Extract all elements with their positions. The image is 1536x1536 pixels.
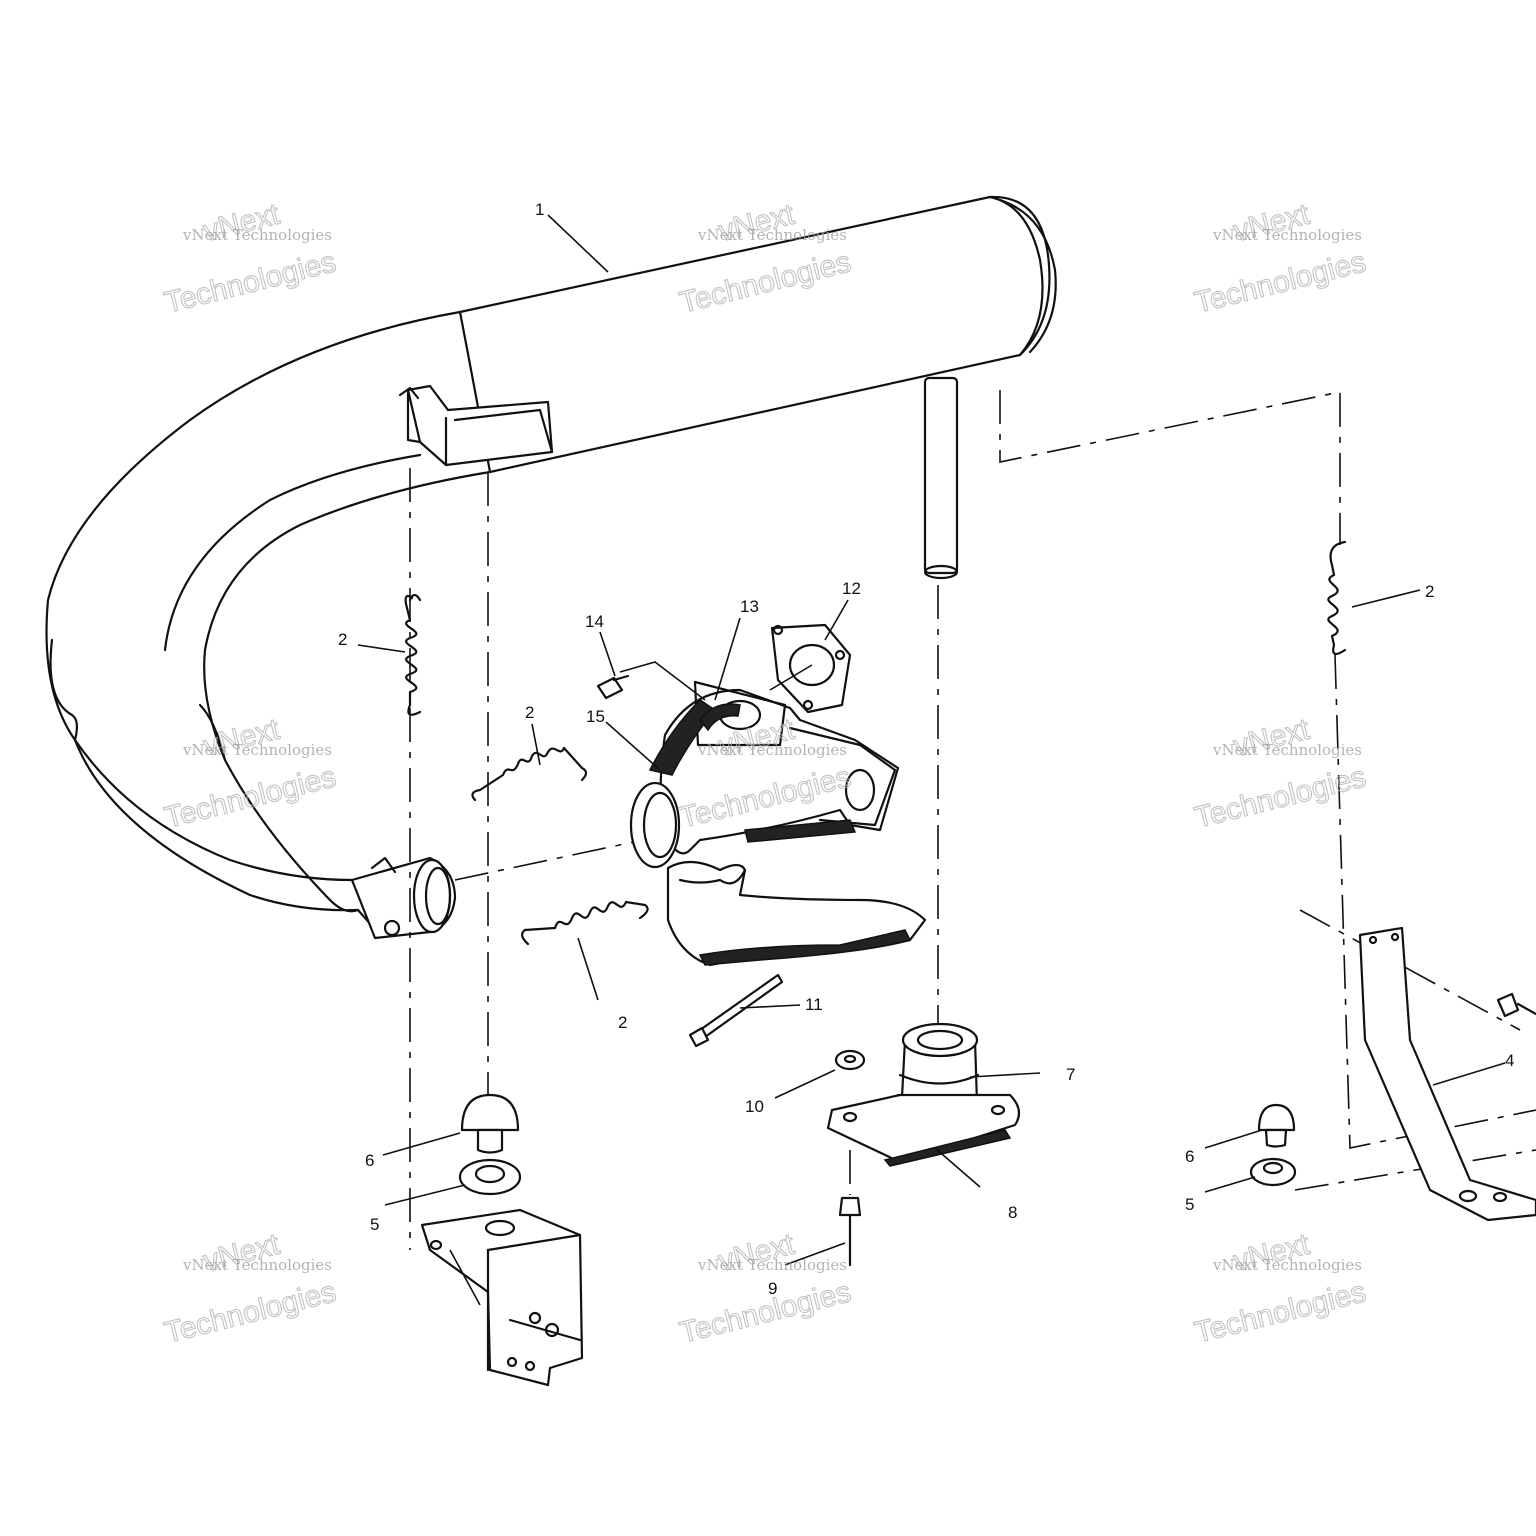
- watermark: vNext vNext Technologies Technologies: [161, 1227, 340, 1350]
- svg-text:vNext Technologies: vNext Technologies: [182, 226, 332, 244]
- muffler-mount-post: [923, 376, 959, 580]
- washer-right: [1249, 1157, 1297, 1187]
- spring-right-vertical: [1327, 540, 1347, 656]
- cable-tie: [688, 973, 784, 1048]
- callout-4: 4: [1505, 1051, 1514, 1070]
- watermark: vNext vNext Technologies Technologies: [1191, 197, 1370, 320]
- svg-text:vNext Technologies: vNext Technologies: [697, 1256, 847, 1274]
- svg-text:vNext Technologies: vNext Technologies: [1212, 741, 1362, 759]
- callout-9: 9: [768, 1279, 777, 1298]
- watermark: vNext vNext Technologies Technologies: [161, 712, 340, 835]
- left-mount-bracket: [420, 1208, 584, 1387]
- callout-labels: 1 2 2 2 2 4 5 5 6 6 7 8 9 10 11 12 13 14…: [338, 200, 1514, 1298]
- mount-base-plate: [826, 1093, 1021, 1167]
- manifold-lower-section: [666, 860, 927, 967]
- bolt-9: [838, 1196, 862, 1267]
- callout-6-right: 6: [1185, 1147, 1194, 1166]
- callout-10: 10: [745, 1097, 764, 1116]
- callout-11: 11: [805, 995, 823, 1014]
- grommet-right: [1257, 1103, 1296, 1148]
- watermark: vNext vNext Technologies Technologies: [161, 197, 340, 320]
- svg-text:vNext Technologies: vNext Technologies: [697, 226, 847, 244]
- exhaust-manifold: [629, 680, 900, 869]
- screw-14: [596, 674, 630, 700]
- svg-text:Technologies: Technologies: [161, 245, 339, 319]
- callout-8: 8: [1008, 1203, 1017, 1222]
- watermark: vNext vNext Technologies Technologies: [1191, 712, 1370, 835]
- svg-text:vNext Technologies: vNext Technologies: [697, 741, 847, 759]
- washer-left: [458, 1158, 522, 1196]
- svg-text:vNext Technologies: vNext Technologies: [182, 741, 332, 759]
- right-hanger-bracket: [1358, 926, 1536, 1222]
- manifold-gasket: [770, 623, 852, 714]
- callout-6-left: 6: [365, 1151, 374, 1170]
- svg-text:Technologies: Technologies: [161, 1275, 339, 1349]
- svg-text:vNext Technologies: vNext Technologies: [1212, 1256, 1362, 1274]
- watermark: vNext vNext Technologies Technologies: [1191, 1227, 1370, 1350]
- svg-text:Technologies: Technologies: [1191, 245, 1369, 319]
- svg-text:vNext Technologies: vNext Technologies: [1212, 226, 1362, 244]
- svg-text:Technologies: Technologies: [676, 1275, 854, 1349]
- callout-7: 7: [1066, 1065, 1075, 1084]
- leader-lines: [357, 214, 1506, 1306]
- callout-15: 15: [586, 707, 605, 726]
- muffler-pipe: [45, 195, 1057, 940]
- callout-2-right: 2: [1425, 582, 1434, 601]
- callout-2-center-upper: 2: [525, 703, 534, 722]
- callout-13: 13: [740, 597, 759, 616]
- spring-left-vertical: [404, 593, 422, 716]
- spring-center-upper: [471, 746, 588, 802]
- callout-5-right: 5: [1185, 1195, 1194, 1214]
- svg-text:Technologies: Technologies: [1191, 760, 1369, 834]
- callout-5-left: 5: [370, 1215, 379, 1234]
- callout-2-center-lower: 2: [618, 1013, 627, 1032]
- callout-1: 1: [535, 200, 544, 219]
- watermark: vNext vNext Technologies Technologies: [676, 1227, 855, 1350]
- svg-text:Technologies: Technologies: [161, 760, 339, 834]
- spring-center-lower: [521, 900, 649, 946]
- grommet-left: [460, 1093, 520, 1154]
- callout-12: 12: [842, 579, 861, 598]
- svg-text:vNext Technologies: vNext Technologies: [182, 1256, 332, 1274]
- svg-text:Technologies: Technologies: [1191, 1275, 1369, 1349]
- washer-10: [834, 1049, 866, 1071]
- callout-2-left: 2: [338, 630, 347, 649]
- callout-14: 14: [585, 612, 604, 631]
